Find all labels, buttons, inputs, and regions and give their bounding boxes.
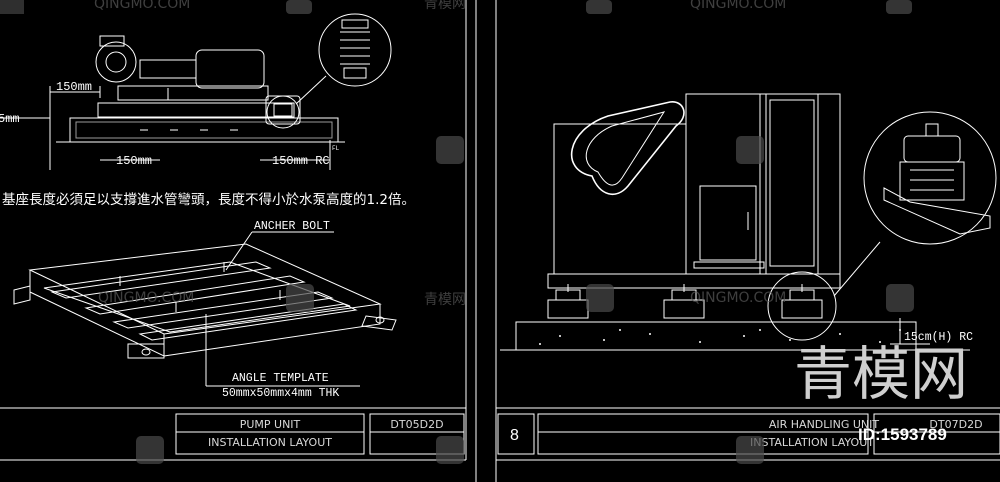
dim-bottom-width: 150mm	[116, 154, 152, 168]
right-title-block	[497, 413, 1000, 455]
pump-elevation	[56, 35, 345, 143]
watermark-logo-marks	[136, 0, 914, 464]
watermark-latin-1: QINGMO.COM	[94, 0, 190, 12]
watermark-cjk-large: 青模网	[794, 340, 968, 408]
base-length-note: 基座長度必須足以支撐進水管彎頭，長度不得小於水泵高度的1.2倍。	[2, 191, 415, 208]
dim-fl-label: FL	[332, 145, 340, 152]
right-title-line2: INSTALLATION LAYOUT	[750, 436, 874, 449]
anchor-bolt-label: ANCHER BOLT	[254, 220, 330, 233]
watermark-latin-3: QINGMO.COM	[98, 290, 194, 306]
dim-right-label: 150mm RC	[272, 154, 330, 168]
leader-lines-left	[205, 231, 360, 387]
height-label: 15cm(H) RC	[904, 331, 973, 344]
ahu-elevation	[500, 93, 970, 351]
isolator-detail-circle-right	[863, 111, 997, 245]
isometric-base	[13, 243, 397, 359]
watermark-latin-4: QINGMO.COM	[690, 290, 786, 306]
right-drawing-number: DT07D2D	[929, 418, 982, 431]
left-drawing-number: DT05D2D	[390, 418, 443, 431]
left-title-line2: INSTALLATION LAYOUT	[208, 436, 332, 449]
watermark-latin-2: QINGMO.COM	[690, 0, 786, 12]
left-title-line1: PUMP UNIT	[240, 418, 301, 431]
isolator-detail-circle-left	[266, 13, 392, 129]
sheet-number: 8	[510, 427, 519, 444]
dim-left-height: 5mm	[0, 112, 20, 126]
dim-top-width: 150mm	[56, 80, 92, 94]
angle-template-spec: 50mmx50mmx4mm THK	[222, 387, 339, 400]
watermark-cjk-1: 青模网	[424, 0, 466, 12]
watermark-id: ID:1593789	[858, 425, 947, 444]
right-title-line1: AIR HANDLING UNIT	[769, 418, 880, 431]
dimension-lines	[0, 86, 331, 170]
angle-template-label: ANGLE TEMPLATE	[232, 372, 329, 385]
watermarks: QINGMO.COM QINGMO.COM QINGMO.COM QINGMO.…	[0, 0, 914, 464]
watermark-cjk-2: 青模网	[424, 292, 466, 308]
